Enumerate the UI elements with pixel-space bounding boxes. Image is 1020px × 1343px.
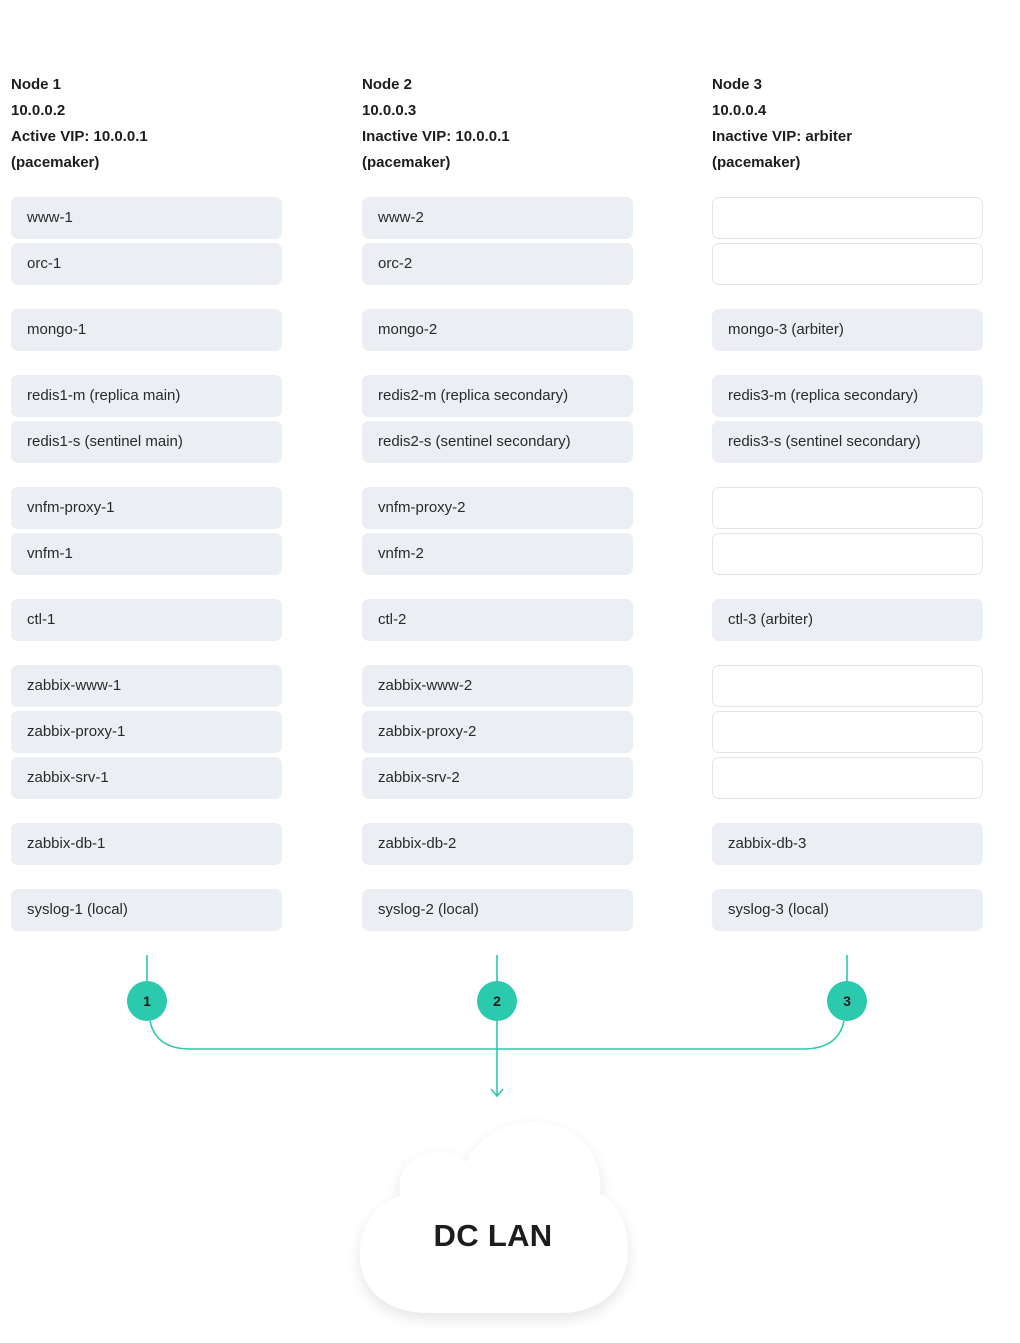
node-3-name: Node 3	[712, 76, 763, 93]
node-1-badge: 1	[127, 981, 167, 1021]
node-1-ip: 10.0.0.2	[11, 102, 66, 119]
cloud-icon	[360, 1122, 628, 1313]
service-cell: redis1-s (sentinel main)	[11, 421, 282, 463]
service-cell: zabbix-srv-2	[362, 757, 633, 799]
service-cell: ctl-1	[11, 599, 282, 641]
service-cell: redis1-m (replica main)	[11, 375, 282, 417]
service-cell: vnfm-1	[11, 533, 282, 575]
node-2-header: Node 2 10.0.0.3 Inactive VIP: 10.0.0.1 (…	[362, 72, 510, 176]
service-cell: zabbix-proxy-1	[11, 711, 282, 753]
service-cell: zabbix-www-1	[11, 665, 282, 707]
service-cell: zabbix-proxy-2	[362, 711, 633, 753]
service-cell: orc-2	[362, 243, 633, 285]
service-cell: zabbix-db-3	[712, 823, 983, 865]
empty-slot	[712, 487, 983, 529]
service-cell: orc-1	[11, 243, 282, 285]
service-cell: vnfm-proxy-1	[11, 487, 282, 529]
node-2-badge: 2	[477, 981, 517, 1021]
node-2-pacemaker: (pacemaker)	[362, 154, 451, 171]
service-cell: vnfm-proxy-2	[362, 487, 633, 529]
node-3-header: Node 3 10.0.0.4 Inactive VIP: arbiter (p…	[712, 72, 852, 176]
service-cell: vnfm-2	[362, 533, 633, 575]
service-cell: mongo-2	[362, 309, 633, 351]
node-1-header: Node 1 10.0.0.2 Active VIP: 10.0.0.1 (pa…	[11, 72, 148, 176]
service-cell: ctl-3 (arbiter)	[712, 599, 983, 641]
service-cell: redis3-s (sentinel secondary)	[712, 421, 983, 463]
node-1-pacemaker: (pacemaker)	[11, 154, 100, 171]
node-2-name: Node 2	[362, 76, 413, 93]
node-1-name: Node 1	[11, 76, 62, 93]
service-cell: ctl-2	[362, 599, 633, 641]
service-cell: mongo-3 (arbiter)	[712, 309, 983, 351]
empty-slot	[712, 757, 983, 799]
svg-text:2: 2	[493, 993, 501, 1009]
svg-text:3: 3	[843, 993, 851, 1009]
node-1-vip: Active VIP: 10.0.0.1	[11, 128, 148, 145]
arrow-down-icon	[490, 1088, 504, 1098]
empty-slot	[712, 243, 983, 285]
service-cell: www-2	[362, 197, 633, 239]
service-cell: zabbix-www-2	[362, 665, 633, 707]
node-3-ip: 10.0.0.4	[712, 102, 767, 119]
service-cell: zabbix-db-1	[11, 823, 282, 865]
service-cell: zabbix-db-2	[362, 823, 633, 865]
node-2-vip: Inactive VIP: 10.0.0.1	[362, 128, 510, 145]
node-3-pacemaker: (pacemaker)	[712, 154, 801, 171]
empty-slot	[712, 197, 983, 239]
dc-lan-label: DC LAN	[433, 1218, 553, 1253]
service-cell: syslog-3 (local)	[712, 889, 983, 931]
empty-slot	[712, 711, 983, 753]
node-3-badge: 3	[827, 981, 867, 1021]
service-cell: syslog-2 (local)	[362, 889, 633, 931]
node-3-vip: Inactive VIP: arbiter	[712, 128, 853, 145]
empty-slot	[712, 665, 983, 707]
service-cell: mongo-1	[11, 309, 282, 351]
node-2-ip: 10.0.0.3	[362, 102, 417, 119]
service-cell: redis2-s (sentinel secondary)	[362, 421, 633, 463]
empty-slot	[712, 533, 983, 575]
svg-text:1: 1	[143, 993, 151, 1009]
service-cell: www-1	[11, 197, 282, 239]
service-cell: redis2-m (replica secondary)	[362, 375, 633, 417]
service-cell: zabbix-srv-1	[11, 757, 282, 799]
service-cell: syslog-1 (local)	[11, 889, 282, 931]
service-cell: redis3-m (replica secondary)	[712, 375, 983, 417]
